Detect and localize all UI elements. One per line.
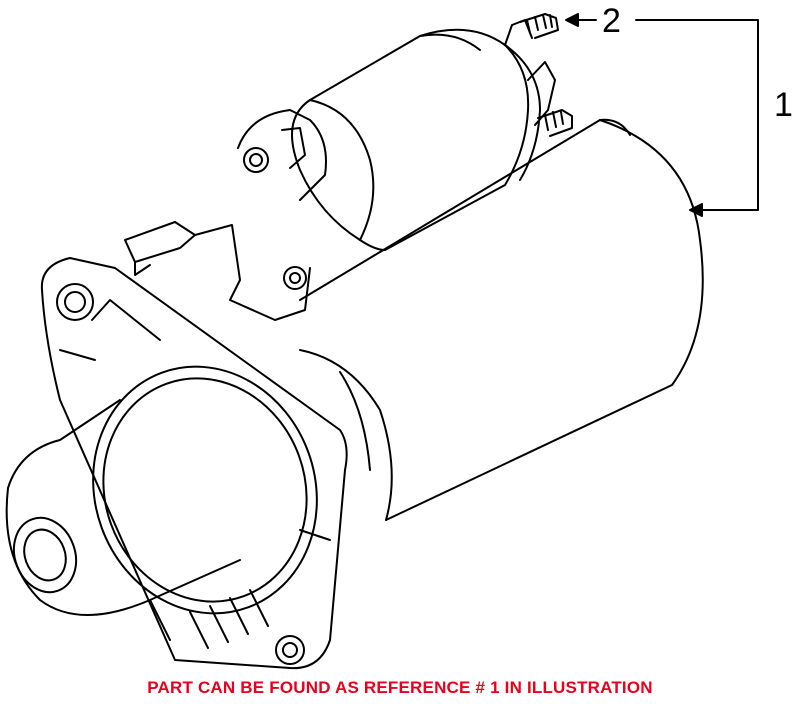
callout-leader-1: [635, 19, 759, 217]
solenoid: [291, 28, 541, 251]
reference-caption: PART CAN BE FOUND AS REFERENCE # 1 IN IL…: [147, 678, 653, 697]
mounting-bracket: [124, 109, 327, 321]
terminal-stud-lower: [527, 61, 573, 137]
callout-label-1: 1: [774, 86, 793, 124]
drive-nose-cone: [5, 365, 318, 649]
terminal-stud-2: [504, 13, 559, 46]
motor-housing: [299, 118, 704, 521]
front-flange: [40, 257, 348, 670]
callout-leader-2: [565, 13, 597, 27]
callout-label-2: 2: [602, 2, 621, 40]
